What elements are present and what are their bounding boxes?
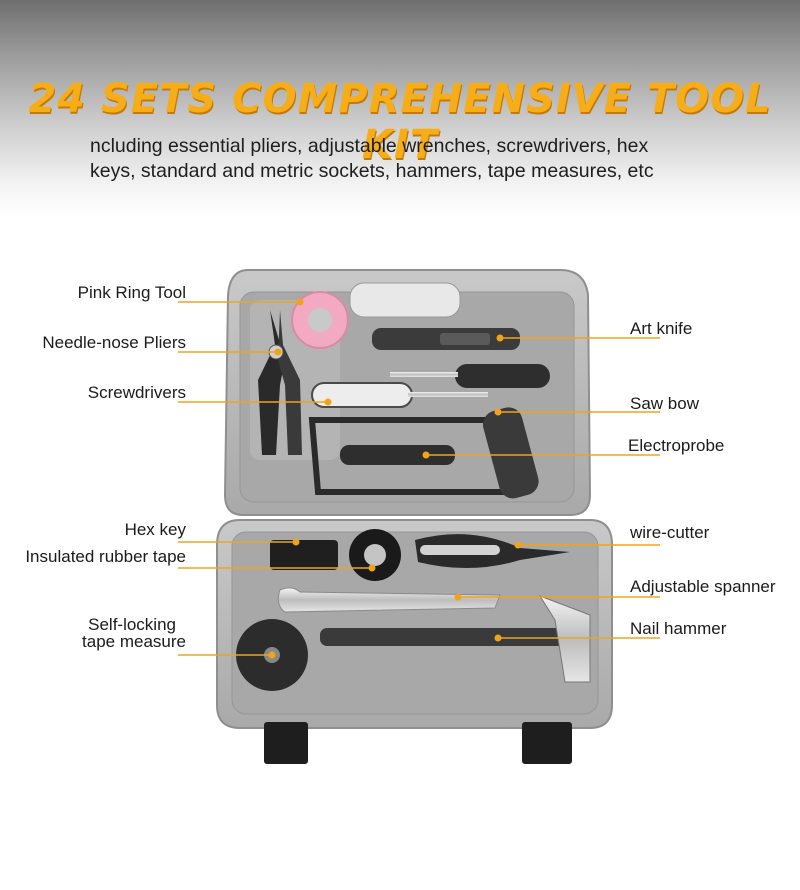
dot-art-knife xyxy=(496,334,504,342)
dot-electroprobe xyxy=(422,451,430,459)
right-latch xyxy=(522,722,572,764)
pink-ring-tool xyxy=(291,291,349,349)
page-subtitle: ncluding essential pliers, adjustable wr… xyxy=(90,134,750,184)
label-nail-hammer: Nail hammer xyxy=(630,619,727,638)
dot-pink-ring-tool xyxy=(296,298,304,306)
case-handle xyxy=(349,282,461,318)
dot-insulated-rubber-tape xyxy=(368,564,376,572)
nail-hammer xyxy=(320,595,591,683)
label-electroprobe: Electroprobe xyxy=(628,436,725,455)
page-title: 24 SETS COMPREHENSIVE TOOL KIT xyxy=(28,76,772,168)
left-latch xyxy=(264,722,308,764)
dot-tape-measure xyxy=(268,651,276,659)
leader-lines xyxy=(178,301,660,656)
dot-adjustable-spanner xyxy=(454,593,462,601)
label-saw-bow: Saw bow xyxy=(630,394,699,413)
hex-key-set xyxy=(270,540,338,570)
subtitle-line-1: ncluding essential pliers, adjustable wr… xyxy=(90,135,649,157)
electroprobe xyxy=(340,445,455,465)
leader-dots xyxy=(268,298,522,659)
dot-nail-hammer xyxy=(494,634,502,642)
label-screwdrivers: Screwdrivers xyxy=(87,383,186,402)
saw-bow xyxy=(308,407,539,499)
needle-nose-pliers xyxy=(258,310,302,455)
case-base xyxy=(216,519,613,729)
label-pink-ring-tool: Pink Ring Tool xyxy=(77,283,186,302)
subtitle-line-2: keys, standard and metric sockets, hamme… xyxy=(90,160,654,182)
label-tape-measure-line-2: tape measure xyxy=(82,632,186,651)
insulated-rubber-tape xyxy=(349,529,401,581)
label-insulated-rubber-tape: Insulated rubber tape xyxy=(25,547,186,566)
art-knife xyxy=(372,328,520,350)
dot-wire-cutter xyxy=(514,541,522,549)
adjustable-spanner xyxy=(277,587,501,613)
label-tape-measure-line-1: Self-locking xyxy=(88,615,176,634)
label-adjustable-spanner: Adjustable spanner xyxy=(630,577,776,596)
label-art-knife: Art knife xyxy=(630,319,693,338)
dot-screwdrivers xyxy=(324,398,332,406)
label-hex-key: Hex key xyxy=(124,520,186,539)
dot-hex-key xyxy=(292,538,300,546)
screwdrivers xyxy=(311,364,550,408)
wire-cutter xyxy=(415,534,570,569)
dot-needle-nose-pliers xyxy=(274,348,282,356)
header-banner xyxy=(0,0,800,215)
dot-saw-bow xyxy=(494,408,502,416)
label-wire-cutter: wire-cutter xyxy=(630,523,710,542)
label-needle-nose-pliers: Needle-nose Pliers xyxy=(42,333,186,352)
